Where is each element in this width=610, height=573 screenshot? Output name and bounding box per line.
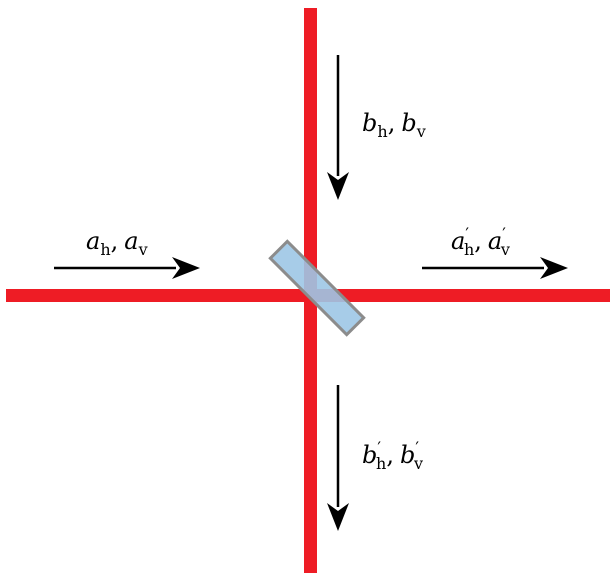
beam-splitter <box>268 239 366 337</box>
input-a-label: ah,av <box>86 227 148 259</box>
output-a-arrow <box>422 257 568 279</box>
output-b-label: b′h,b′v <box>362 438 423 473</box>
input-a-arrow <box>54 257 200 279</box>
input-b-arrow <box>327 55 349 200</box>
input-b-label: bh,bv <box>362 109 426 141</box>
output-b-arrow <box>327 385 349 531</box>
output-a-label: a′h,a′v <box>451 224 510 259</box>
